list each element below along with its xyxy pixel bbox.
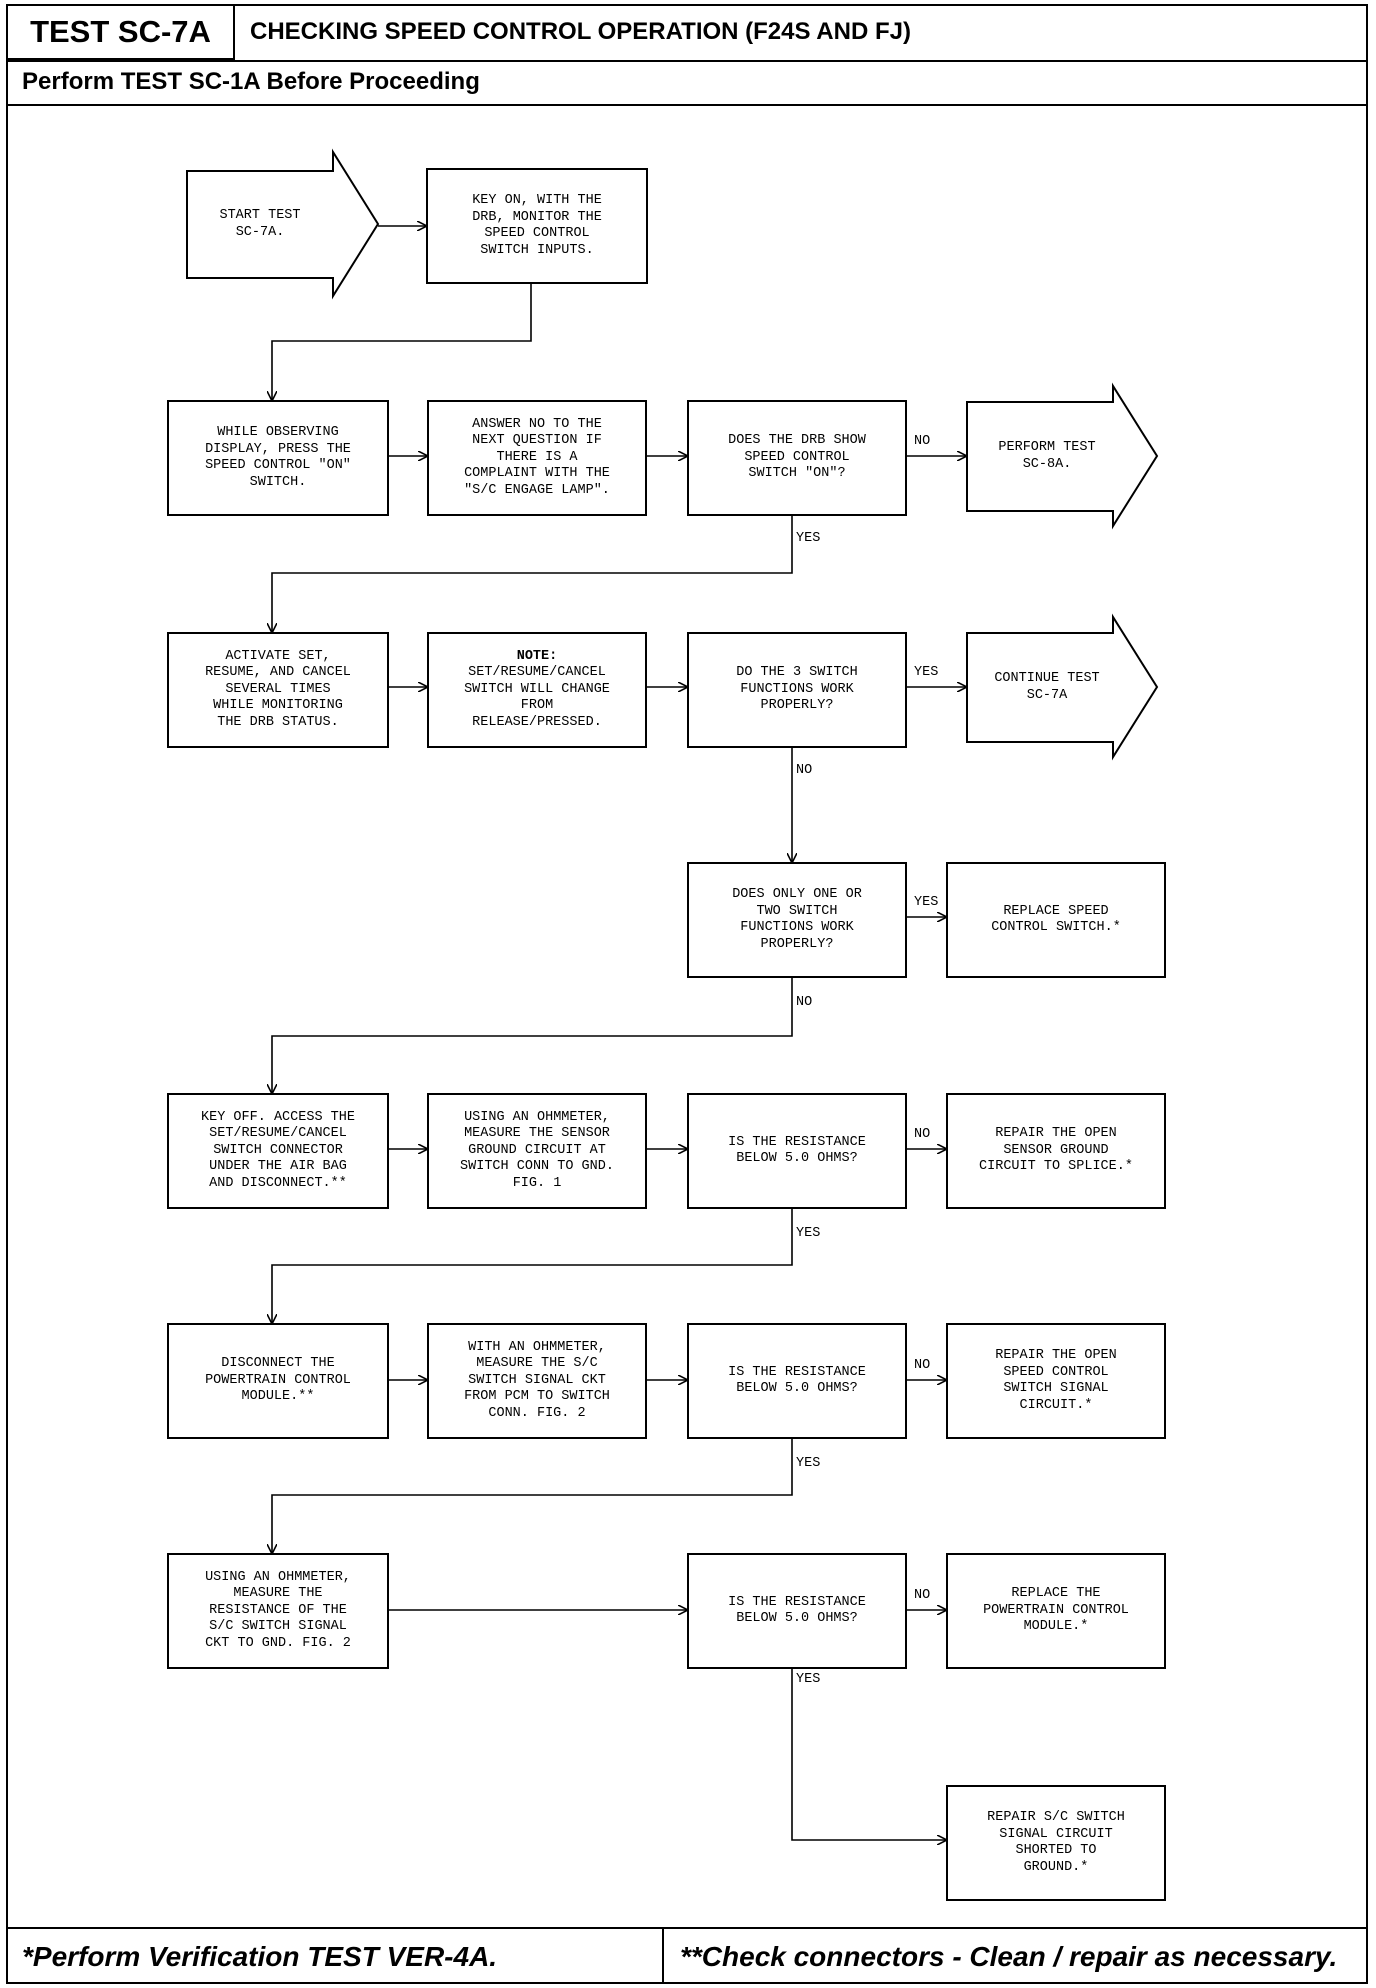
switch-change-note: NOTE: SET/RESUME/CANCEL SWITCH WILL CHAN… bbox=[427, 632, 647, 748]
footer-connectors-note: **Check connectors - Clean / repair as n… bbox=[680, 1940, 1338, 1972]
replace-speed-switch-result: REPLACE SPEED CONTROL SWITCH.* bbox=[946, 862, 1166, 978]
edge-q1-yes bbox=[272, 515, 793, 632]
edge-label-no: NO bbox=[914, 1358, 931, 1373]
edge-label-no: NO bbox=[914, 1127, 931, 1142]
perform-sc8a-terminal: PERFORM TEST SC-8A. bbox=[998, 440, 1096, 472]
key-off-disconnect-step: KEY OFF. ACCESS THE SET/RESUME/CANCEL SW… bbox=[167, 1093, 389, 1209]
edge-label-yes: YES bbox=[796, 1456, 821, 1471]
key-on-step: KEY ON, WITH THE DRB, MONITOR THE SPEED … bbox=[426, 168, 648, 284]
header-divider bbox=[6, 60, 1368, 62]
resistance-decision-2: IS THE RESISTANCE BELOW 5.0 OHMS? bbox=[687, 1323, 907, 1439]
edge-label-yes: YES bbox=[796, 531, 821, 546]
edge-label-yes: YES bbox=[796, 1672, 821, 1687]
resistance-decision-1: IS THE RESISTANCE BELOW 5.0 OHMS? bbox=[687, 1093, 907, 1209]
repair-short-result: REPAIR S/C SWITCH SIGNAL CIRCUIT SHORTED… bbox=[946, 1785, 1166, 1901]
three-switch-decision: DO THE 3 SWITCH FUNCTIONS WORK PROPERLY? bbox=[687, 632, 907, 748]
resistance-decision-3: IS THE RESISTANCE BELOW 5.0 OHMS? bbox=[687, 1553, 907, 1669]
edge-label-yes: YES bbox=[796, 1226, 821, 1241]
answer-no-note-step: ANSWER NO TO THE NEXT QUESTION IF THERE … bbox=[427, 400, 647, 516]
note-body: SET/RESUME/CANCEL SWITCH WILL CHANGE FRO… bbox=[464, 665, 610, 730]
press-on-switch-step: WHILE OBSERVING DISPLAY, PRESS THE SPEED… bbox=[167, 400, 389, 516]
edge-label-no: NO bbox=[914, 1588, 931, 1603]
prerequisite-note: Perform TEST SC-1A Before Proceeding bbox=[22, 68, 480, 95]
footer-divider bbox=[6, 1927, 1368, 1929]
continue-sc7a-terminal: CONTINUE TEST SC-7A bbox=[994, 671, 1100, 703]
edge-label-no: NO bbox=[914, 434, 931, 449]
drb-shows-on-decision: DOES THE DRB SHOW SPEED CONTROL SWITCH "… bbox=[687, 400, 907, 516]
page-frame bbox=[6, 4, 1368, 1984]
edge-label-no: NO bbox=[796, 763, 813, 778]
edge-label-no: NO bbox=[796, 995, 813, 1010]
perform-8a-arrow-shape bbox=[966, 382, 1159, 530]
edge-label-yes: YES bbox=[914, 665, 939, 680]
edge-keyon-press bbox=[272, 284, 532, 400]
edge-q5-yes bbox=[272, 1439, 793, 1553]
subheader-divider bbox=[6, 104, 1368, 106]
continue-7a-arrow-shape bbox=[966, 613, 1159, 761]
edge-label-yes: YES bbox=[914, 895, 939, 910]
measure-signal-to-ground-step: USING AN OHMMETER, MEASURE THE RESISTANC… bbox=[167, 1553, 389, 1669]
edge-q4-yes bbox=[272, 1208, 793, 1323]
repair-ground-result: REPAIR THE OPEN SENSOR GROUND CIRCUIT TO… bbox=[946, 1093, 1166, 1209]
disconnect-pcm-step: DISCONNECT THE POWERTRAIN CONTROL MODULE… bbox=[167, 1323, 389, 1439]
start-terminal: START TEST SC-7A. bbox=[219, 208, 301, 240]
start-arrow-shape bbox=[186, 148, 380, 300]
edge-q3-no bbox=[272, 977, 793, 1093]
measure-signal-step: WITH AN OHMMETER, MEASURE THE S/C SWITCH… bbox=[427, 1323, 647, 1439]
note-title: NOTE: bbox=[516, 648, 558, 664]
edge-q6-yes bbox=[791, 1669, 946, 1840]
repair-signal-result: REPAIR THE OPEN SPEED CONTROL SWITCH SIG… bbox=[946, 1323, 1166, 1439]
measure-ground-step: USING AN OHMMETER, MEASURE THE SENSOR GR… bbox=[427, 1093, 647, 1209]
replace-pcm-result: REPLACE THE POWERTRAIN CONTROL MODULE.* bbox=[946, 1553, 1166, 1669]
one-two-switch-decision: DOES ONLY ONE OR TWO SWITCH FUNCTIONS WO… bbox=[687, 862, 907, 978]
footer-column-divider bbox=[662, 1927, 664, 1984]
page-title: CHECKING SPEED CONTROL OPERATION (F24S A… bbox=[250, 18, 911, 45]
activate-switches-step: ACTIVATE SET, RESUME, AND CANCEL SEVERAL… bbox=[167, 632, 389, 748]
footer-verification-note: *Perform Verification TEST VER-4A. bbox=[22, 1940, 498, 1972]
test-id: TEST SC-7A bbox=[6, 4, 235, 60]
